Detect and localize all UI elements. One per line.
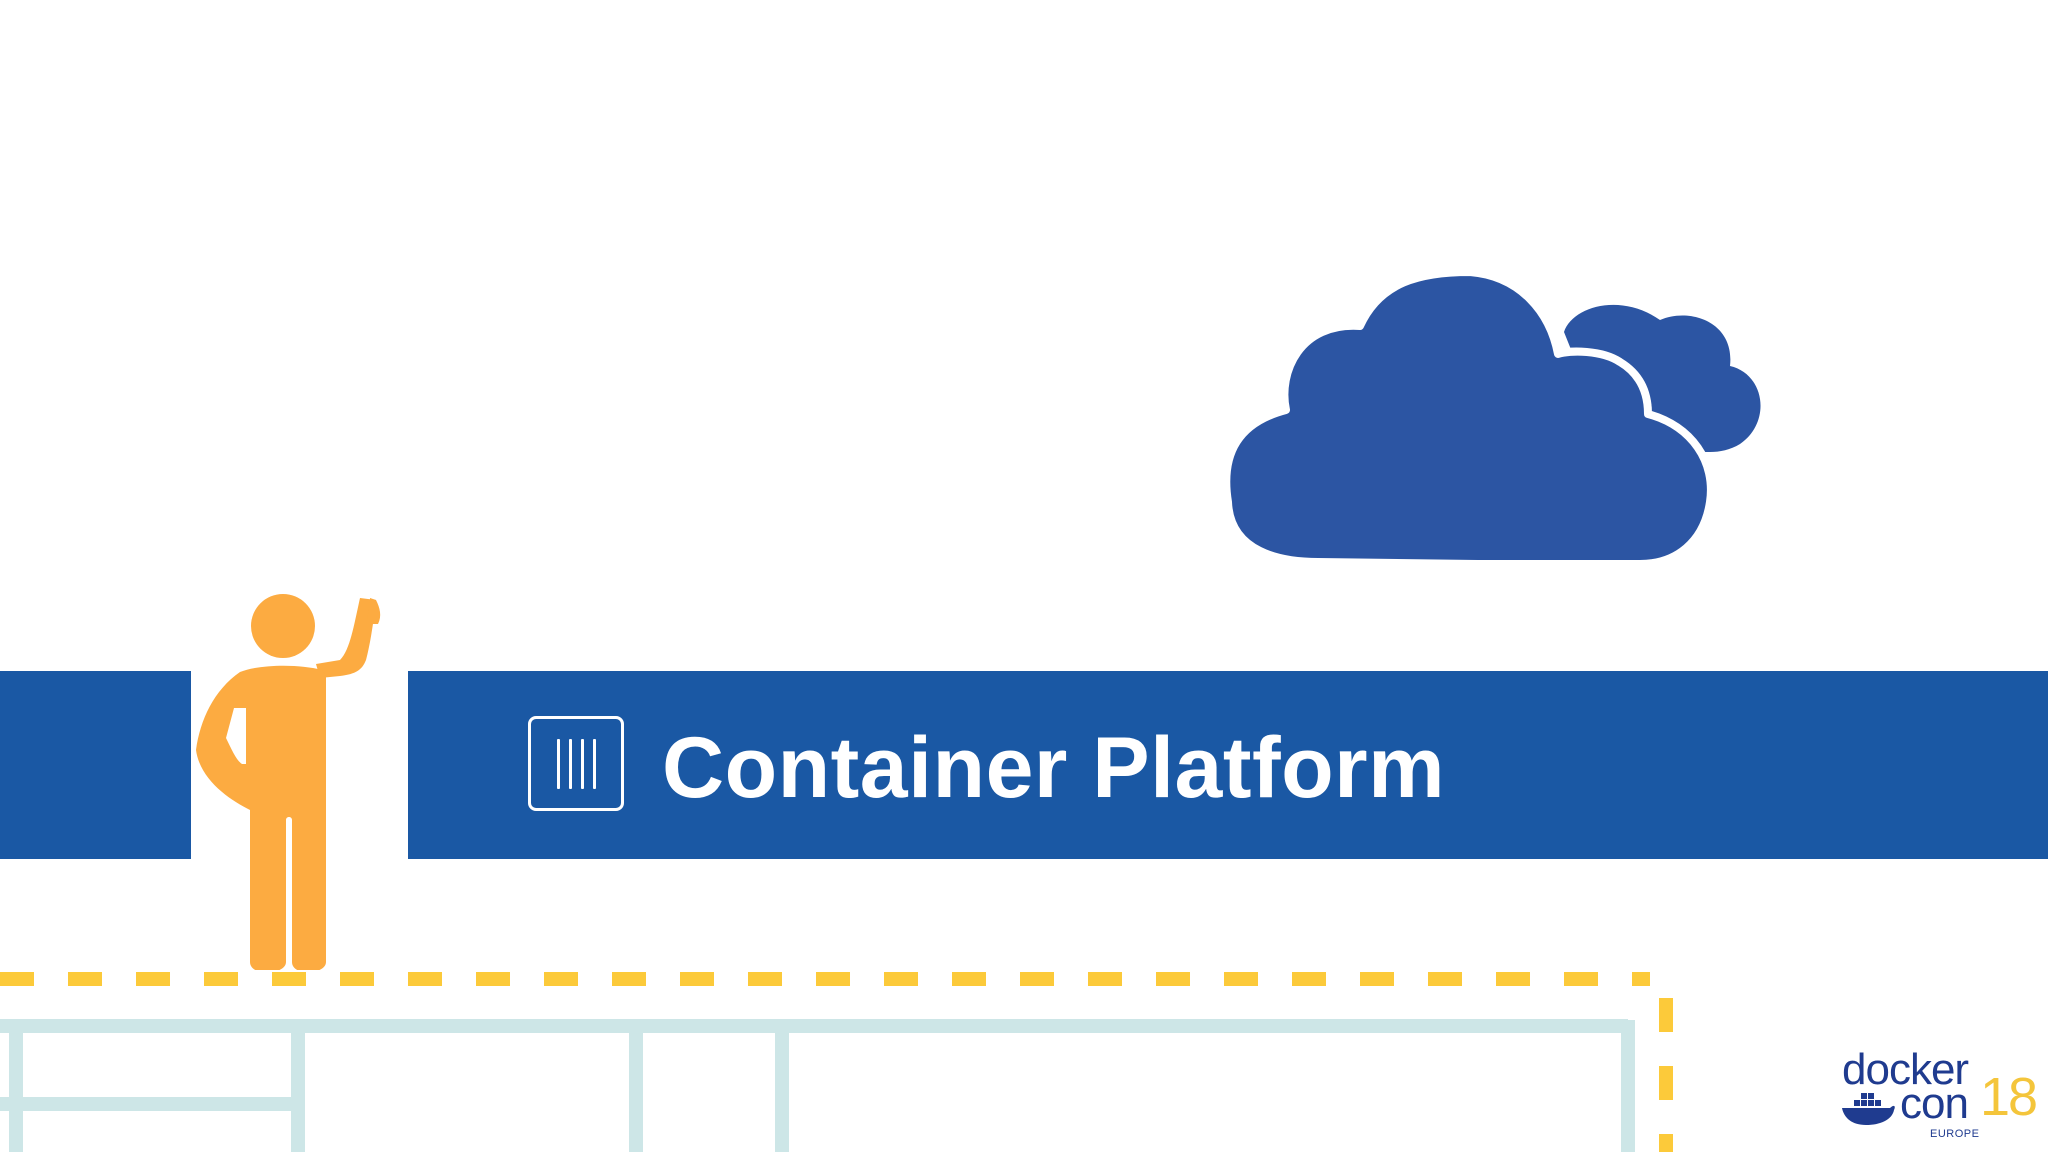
logo-year: 18 xyxy=(1980,1067,2038,1127)
docker-whale-icon xyxy=(1842,1093,1895,1125)
dockercon-logo: docker con 18 EUROPE xyxy=(1838,1048,2038,1144)
person-pointing-icon xyxy=(196,594,381,970)
platform-title: Container Platform xyxy=(662,720,1446,816)
logo-docker-text: docker xyxy=(1842,1045,1969,1094)
platform-bar xyxy=(408,671,2048,859)
scaffold-grid xyxy=(0,972,1673,1152)
logo-region: EUROPE xyxy=(1930,1128,1980,1140)
platform-bar-left xyxy=(0,671,191,859)
logo-con-text: con xyxy=(1900,1079,1969,1128)
cloud-icon xyxy=(1222,268,1761,568)
container-grid-icon xyxy=(528,716,624,811)
